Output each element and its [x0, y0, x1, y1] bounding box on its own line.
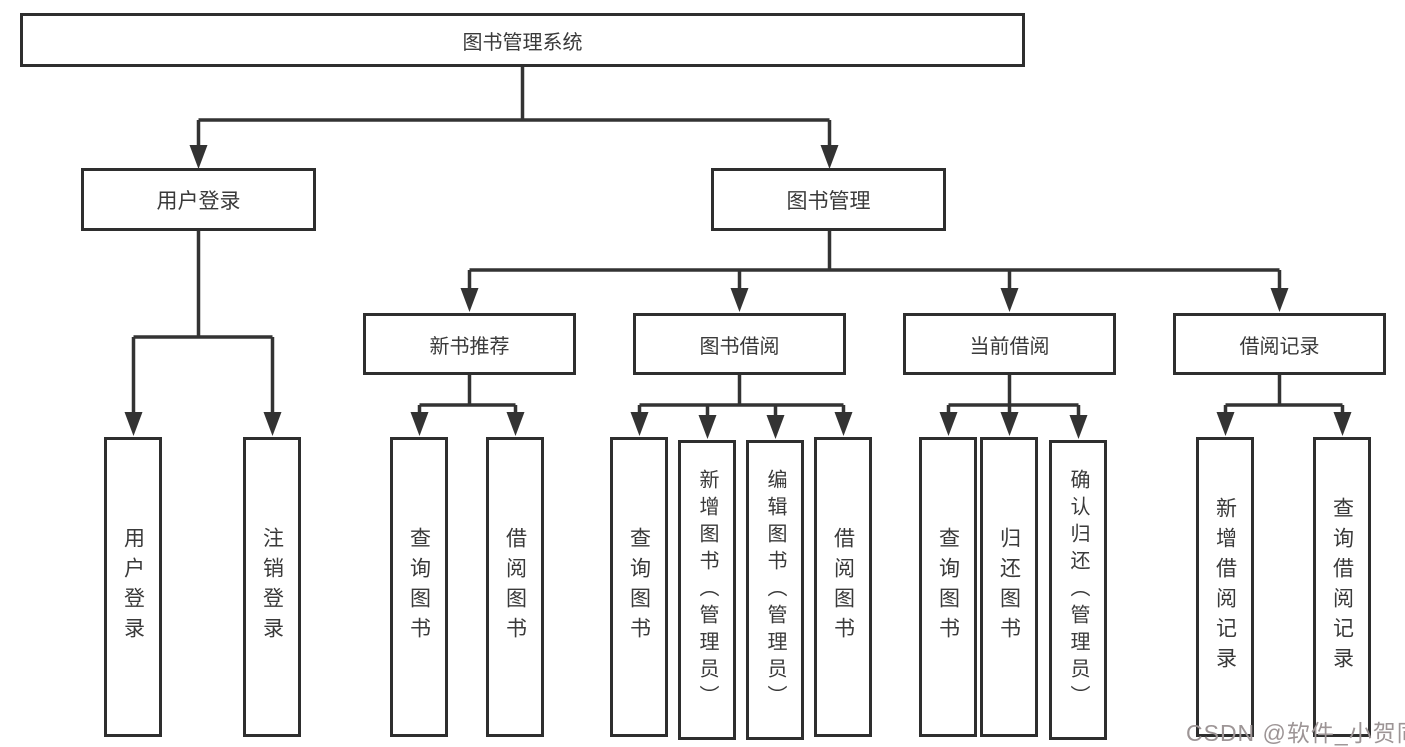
arrowhead — [766, 415, 785, 439]
leaf-label: 借阅图书 — [503, 527, 527, 647]
leaf-add-borrow-record: 新增借阅记录 — [1196, 437, 1254, 737]
arrowhead — [1270, 288, 1289, 312]
arrowhead — [263, 412, 282, 436]
arrowhead — [506, 412, 525, 436]
arrowhead — [1069, 415, 1088, 439]
leaf-return-book: 归还图书 — [980, 437, 1038, 737]
leaf-query-book-current: 查询图书 — [919, 437, 977, 737]
arrowhead — [820, 145, 839, 169]
connector-book-mgmt-children — [467, 231, 1282, 290]
arrowhead — [460, 288, 479, 312]
connector-current-borrow-children — [946, 375, 1081, 416]
node-label: 当前借阅 — [969, 335, 1050, 358]
csdn-watermark: CSDN @软件_小贺同学 — [1186, 720, 1405, 746]
leaf-label: 确认归还（管理员） — [1067, 468, 1089, 712]
arrowhead — [124, 412, 143, 436]
connector-user-login-children — [131, 231, 275, 414]
node-label: 图书借阅 — [699, 335, 780, 358]
node-label: 用户登录 — [156, 189, 241, 213]
arrowhead — [1333, 412, 1352, 436]
arrowhead — [834, 412, 853, 436]
connector-book-borrow-children — [637, 375, 846, 416]
leaf-query-book-borrow: 查询图书 — [610, 437, 668, 737]
arrowhead — [1000, 288, 1019, 312]
leaf-label: 借阅图书 — [831, 527, 855, 647]
node-library-management-system: 图书管理系统 — [20, 13, 1025, 67]
leaf-confirm-return-admin: 确认归还（管理员） — [1049, 440, 1107, 740]
leaf-user-login: 用户登录 — [104, 437, 162, 737]
leaf-label: 新增借阅记录 — [1213, 497, 1237, 677]
arrowhead — [1000, 412, 1019, 436]
connector-borrow-record-children — [1223, 375, 1345, 414]
leaf-label: 新增图书（管理员） — [696, 468, 718, 712]
arrowhead — [189, 145, 208, 169]
node-label: 图书管理 — [786, 189, 871, 213]
arrowhead — [698, 415, 717, 439]
leaf-label: 查询借阅记录 — [1330, 497, 1354, 677]
leaf-edit-book-admin: 编辑图书（管理员） — [746, 440, 804, 740]
connector-root-to-level2 — [196, 67, 832, 148]
arrowhead — [410, 412, 429, 436]
leaf-label: 编辑图书（管理员） — [764, 468, 786, 712]
node-book-borrow: 图书借阅 — [633, 313, 846, 375]
leaf-query-book-recommend: 查询图书 — [390, 437, 448, 737]
connector-new-book-children — [417, 375, 518, 414]
leaf-label: 归还图书 — [997, 527, 1021, 647]
leaf-label: 查询图书 — [936, 527, 960, 647]
leaf-label: 查询图书 — [407, 527, 431, 647]
node-borrow-records: 借阅记录 — [1173, 313, 1386, 375]
leaf-borrow-book-recommend: 借阅图书 — [486, 437, 544, 737]
leaf-label: 用户登录 — [121, 527, 145, 647]
leaf-label: 注销登录 — [260, 527, 284, 647]
node-current-borrow: 当前借阅 — [903, 313, 1116, 375]
arrowhead — [730, 288, 749, 312]
leaf-label: 查询图书 — [627, 527, 651, 647]
leaf-logout: 注销登录 — [243, 437, 301, 737]
node-label: 新书推荐 — [429, 335, 510, 358]
node-new-book-recommend: 新书推荐 — [363, 313, 576, 375]
arrowhead — [939, 412, 958, 436]
node-book-management: 图书管理 — [711, 168, 946, 231]
arrowhead — [630, 412, 649, 436]
node-label: 图书管理系统 — [462, 31, 583, 54]
leaf-query-borrow-record: 查询借阅记录 — [1313, 437, 1371, 737]
leaf-borrow-book: 借阅图书 — [814, 437, 872, 737]
node-label: 借阅记录 — [1239, 335, 1320, 358]
node-user-login: 用户登录 — [81, 168, 316, 231]
leaf-add-book-admin: 新增图书（管理员） — [678, 440, 736, 740]
arrowhead — [1216, 412, 1235, 436]
